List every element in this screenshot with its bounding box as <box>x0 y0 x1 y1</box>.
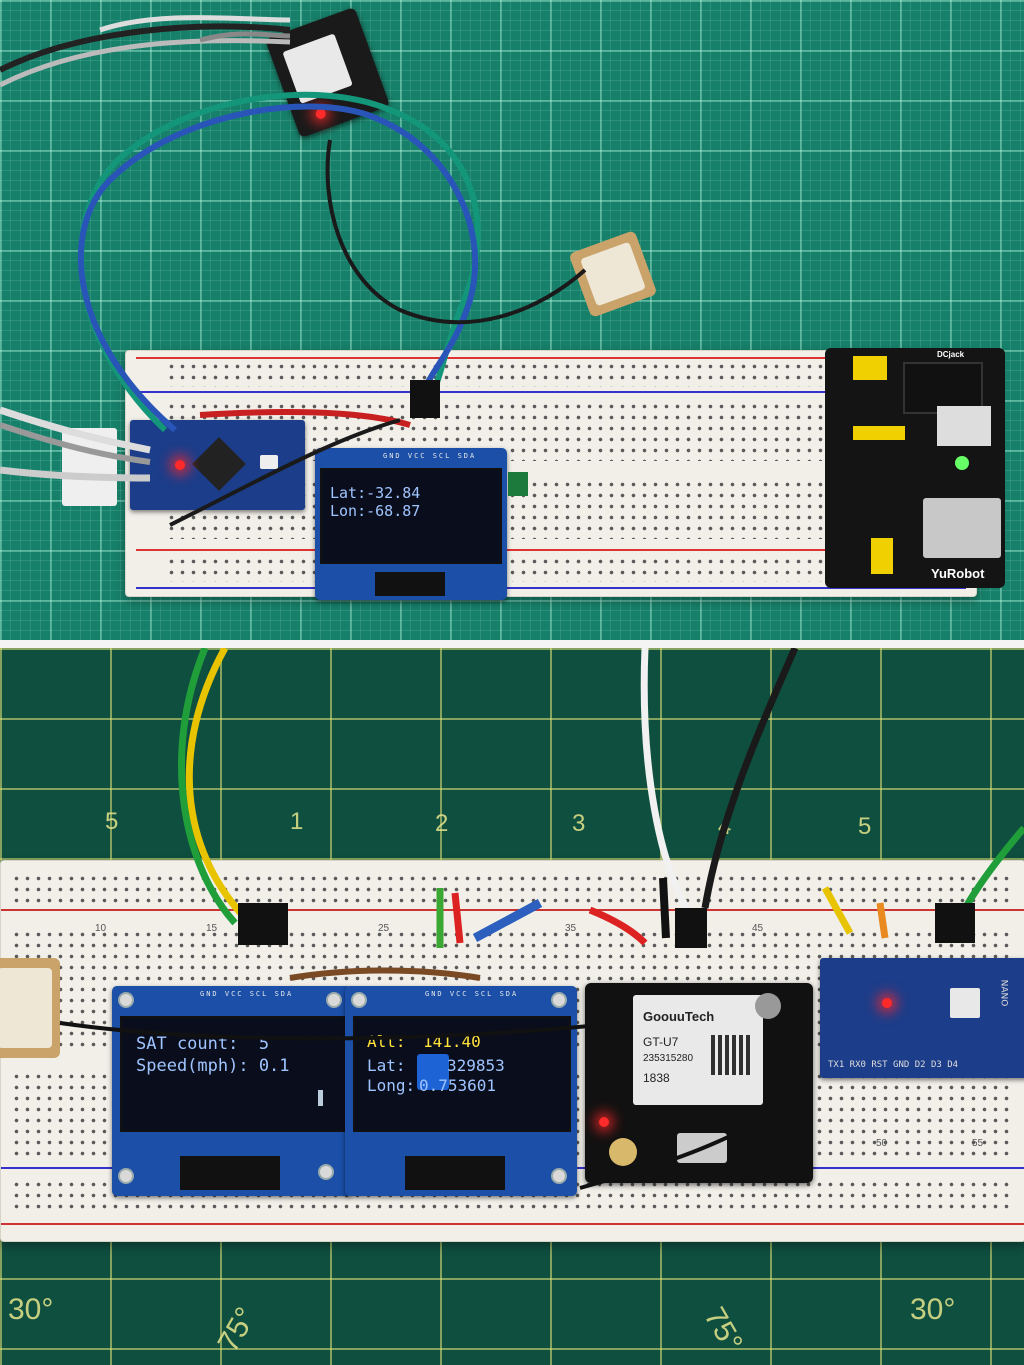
power-module: YuRobot DCjack <box>825 348 1005 588</box>
long-value: 0.753601 <box>419 1076 497 1095</box>
oled-line-longitude: Lon:-68.87 <box>330 502 421 520</box>
lat-value: 329853 <box>447 1056 505 1075</box>
gps-fix-led <box>599 1117 609 1127</box>
arduino-pin-labels: TX1 RX0 RST GND D2 D3 D4 <box>828 1060 959 1070</box>
breadboard-number: 10 <box>95 923 107 934</box>
panel-divider <box>0 640 1024 648</box>
breadboard-number: 50 <box>876 1138 888 1149</box>
gps-serial: 235315280 <box>643 1053 694 1064</box>
lat-label: Lat: <box>367 1056 406 1075</box>
power-module-dcjack-label: DCjack <box>937 350 965 359</box>
breadboard-number: 55 <box>972 1138 984 1149</box>
oled-pin-labels: GND VCC SCL SDA <box>383 452 477 460</box>
mat-number: 30° <box>910 1293 956 1326</box>
arduino-nano-bottom: NANO TX1 RX0 RST GND D2 D3 D4 <box>820 958 1024 1078</box>
top-photo-panel: GND VCC SCL SDA Lat:-32.84 Lon:-68.87 Yu… <box>0 0 1024 640</box>
mat-number: 5 <box>105 808 119 835</box>
oled-left-pin-labels: GND VCC SCL SDA <box>200 990 294 998</box>
arduino-nano-top <box>130 420 305 510</box>
mat-number: 3 <box>572 810 586 837</box>
arduino-power-led <box>175 460 185 470</box>
breadboard-number: 15 <box>206 923 218 934</box>
mat-number: 2 <box>435 810 449 837</box>
oled-line-latitude: Lat:-32.84 <box>330 484 421 502</box>
oled-display-top: GND VCC SCL SDA Lat:-32.84 Lon:-68.87 <box>315 448 507 600</box>
mat-number: 5 <box>858 813 872 840</box>
gps-model: GT-U7 <box>643 1035 679 1049</box>
mat-number: 1 <box>290 808 304 835</box>
gps-code: 1838 <box>643 1071 670 1085</box>
power-module-label: YuRobot <box>931 566 985 581</box>
speed-line: Speed(mph): 0.1 <box>136 1056 290 1076</box>
qr-code-icon <box>711 1035 751 1075</box>
sat-count-line: SAT count: 5 <box>136 1034 270 1054</box>
bottom-photo-panel: 5 1 2 3 4 5 30° 75° 75° 30° 10 15 25 35 … <box>0 648 1024 1365</box>
breadboard-number: 35 <box>565 923 577 934</box>
breadboard-number: 45 <box>752 923 764 934</box>
gps-brand: GoouuTech <box>643 1009 715 1024</box>
long-label: Long: <box>367 1076 416 1095</box>
wires-bottom <box>59 648 1024 1190</box>
patch-antenna-bottom <box>0 958 60 1058</box>
arduino-bottom-led <box>882 998 892 1008</box>
oled-right-pin-labels: GND VCC SCL SDA <box>425 990 519 998</box>
gps-shield: GoouuTech GT-U7 235315280 1838 <box>633 995 763 1105</box>
wires-top <box>0 15 587 527</box>
mat-number: 30° <box>8 1293 54 1326</box>
breadboard-number: 25 <box>378 923 390 934</box>
